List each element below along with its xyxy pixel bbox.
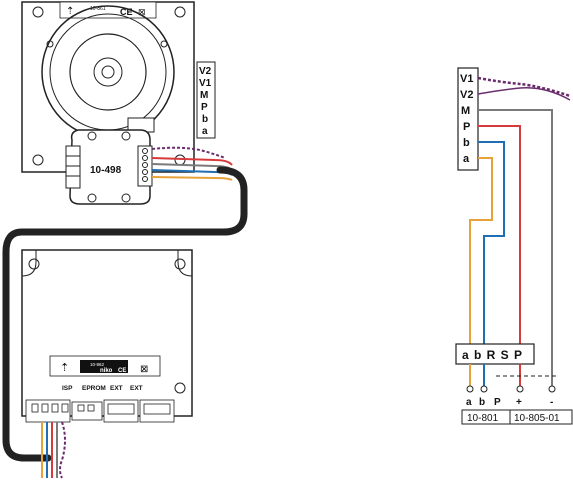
speaker-label-arrow: ⇡ [66,6,74,17]
right-terminal-b: b [463,137,470,149]
schematic-wire-orange [469,157,493,344]
part-box-10-805-01 [509,409,573,425]
pin-a-label: a [466,397,472,408]
schematic-wire-grey [478,109,553,344]
amplifier-outline [69,129,151,205]
right-terminal-v1: V1 [460,73,473,85]
right-terminal-v2: V2 [460,89,473,101]
black-cable [2,166,248,462]
wire-red [151,157,233,166]
right-purple-twisted [477,76,571,98]
speaker-ce-mark: CE [120,7,133,17]
speaker-terminal-v2: V2 [199,66,212,77]
schematic-wires [469,109,553,344]
port-ext1-label: EXT [110,385,123,392]
right-terminal-box [457,67,479,171]
schematic-wire-blue [478,141,505,344]
control-panel [21,249,193,417]
pin-minus-label: - [550,397,553,408]
port-ext2-label: EXT [130,385,143,392]
control-brand: niko [100,368,113,374]
bottom-connector: a b R S P a b P + - 10-801 10-805-01 [455,343,573,425]
part-number-10-801: 10-801 [467,413,499,424]
speaker-label-code: 10-861 [90,6,106,12]
speaker-bin-icon: ⊠ [138,7,146,17]
speaker-terminal-b: b [202,114,208,125]
pin-plus-label: + [516,397,522,408]
speaker-label-strip [59,1,157,19]
port-eprom-label: EPROM [82,385,106,392]
speaker-terminal-a: a [202,126,208,137]
amplifier-label: 10-498 [90,165,122,176]
control-ce-mark: CE [118,368,126,374]
control-corner-screws [21,250,193,394]
part-number-10-805-01: 10-805-01 [514,413,560,424]
schematic-wire-red [478,125,521,344]
control-module: ⇡ 10-862 niko CE ⊠ ISP EPROM EXT EXT [21,249,193,423]
amplifier-left-pads [65,145,81,189]
wire-purple-twisted [151,146,226,159]
speaker-terminal-m: M [200,90,208,101]
bottom-wire-purple [59,421,66,479]
speaker-terminal-v1: V1 [199,78,212,89]
pin-p-label: P [494,397,501,408]
control-bin-icon: ⊠ [140,364,148,375]
right-terminal-a: a [463,153,470,165]
amplifier-module: 10-498 [65,129,153,205]
wire-orange [151,176,233,181]
control-label-arrow: ⇡ [60,362,69,374]
pin-b-label: b [479,397,485,408]
amplifier-terminal-block [137,145,153,187]
connector-box [455,343,535,365]
control-connectors [25,399,175,423]
speaker-terminal-box [196,61,216,139]
right-terminal-block: V1 V2 M P b a [457,67,479,171]
speaker-terminal-p: P [201,102,208,113]
connector-label: a b R S P [462,348,523,362]
port-isp-label: ISP [62,385,73,392]
right-terminal-p: P [463,121,470,133]
control-wires [41,421,66,479]
control-label-code: 10-862 [90,362,105,367]
speaker-terminal-labels: V2 V1 M P b a [196,61,216,139]
right-terminal-m: M [461,105,470,117]
